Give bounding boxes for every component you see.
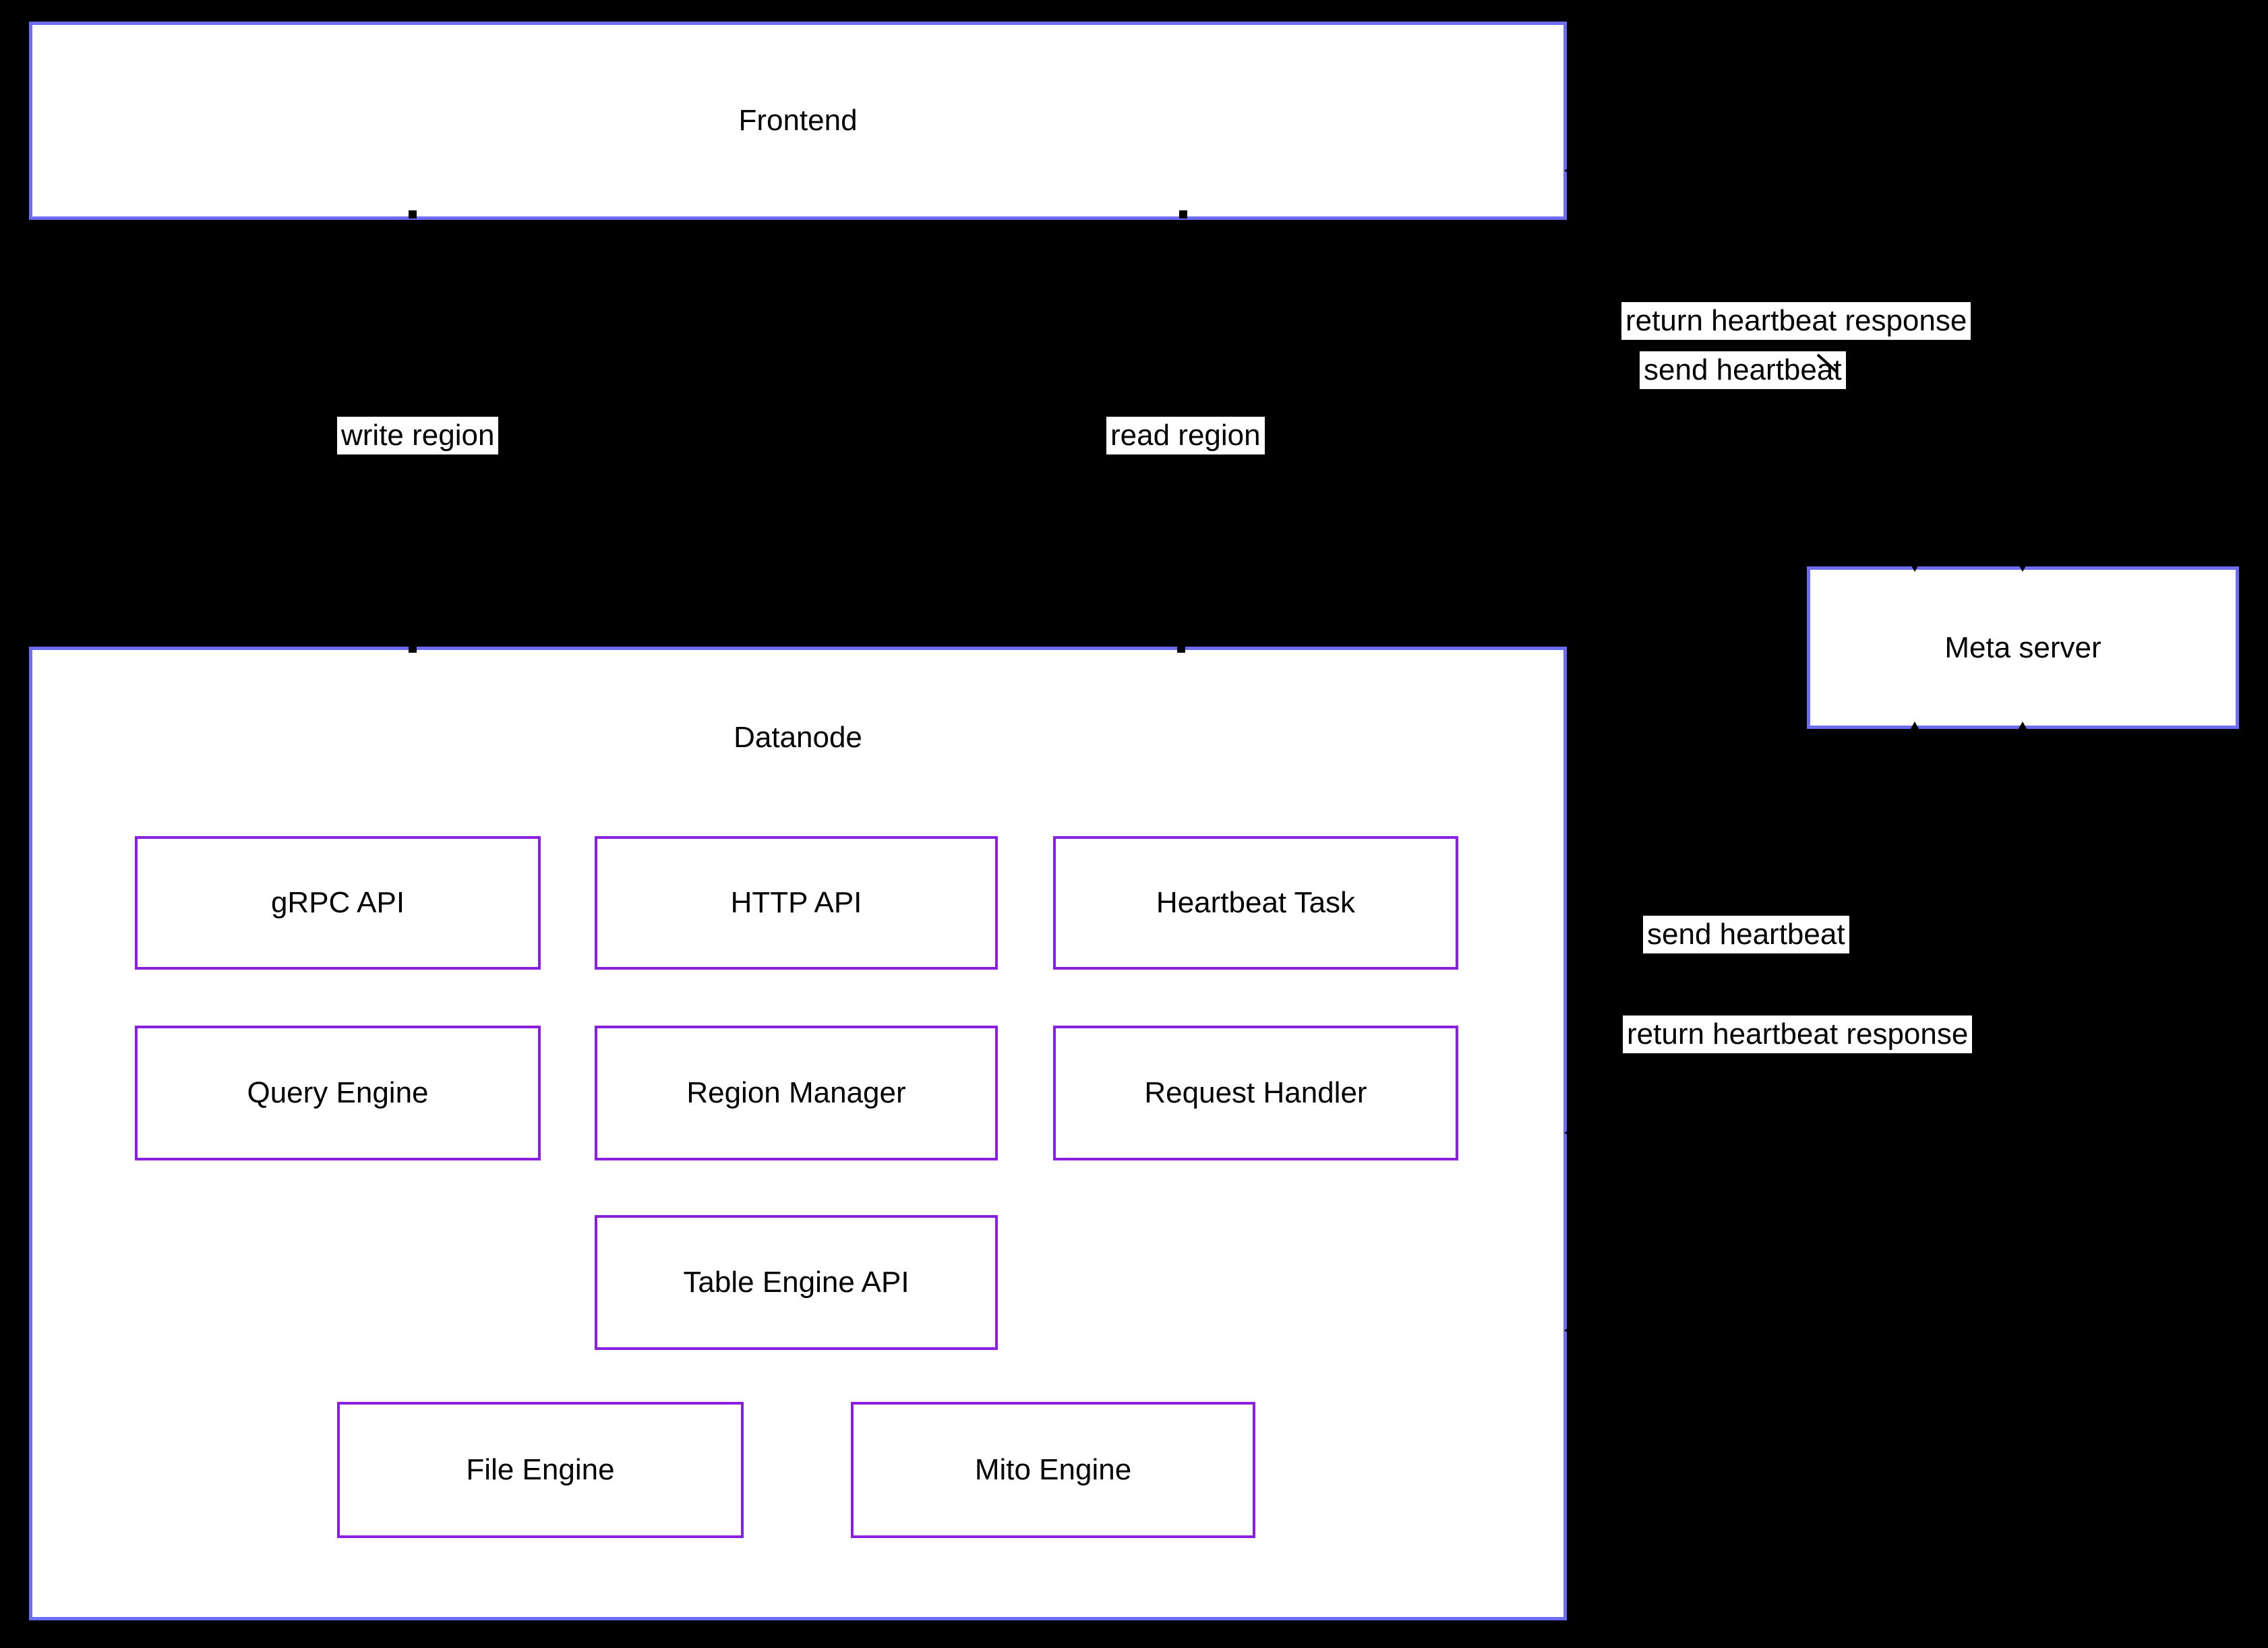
region-manager-label: Region Manager xyxy=(686,1076,906,1109)
edge-stub-datanode-top-right xyxy=(1177,645,1185,653)
request-handler-label: Request Handler xyxy=(1144,1076,1367,1109)
http-api-label: HTTP API xyxy=(730,886,862,919)
edge-label-datanode-send-heartbeat: send heartbeat xyxy=(1643,916,1849,953)
edge-stub-frontend-bottom-right xyxy=(1179,210,1187,218)
node-mito-engine: Mito Engine xyxy=(851,1402,1255,1538)
edge-stub-frontend-bottom-left xyxy=(409,210,417,218)
arrowhead-into-meta-top-right xyxy=(2017,561,2029,572)
file-engine-label: File Engine xyxy=(466,1453,615,1486)
node-frontend: Frontend xyxy=(29,22,1567,220)
grpc-api-label: gRPC API xyxy=(270,886,405,919)
mito-engine-label: Mito Engine xyxy=(974,1453,1132,1486)
arrowhead-into-meta-bottom-right xyxy=(2017,722,2029,732)
arrowhead-into-meta-top-left xyxy=(1909,561,1921,572)
node-table-engine-api: Table Engine API xyxy=(595,1215,998,1350)
node-query-engine: Query Engine xyxy=(135,1026,541,1160)
datanode-label: Datanode xyxy=(734,721,862,754)
node-heartbeat-task: Heartbeat Task xyxy=(1053,836,1458,970)
table-engine-api-label: Table Engine API xyxy=(683,1266,909,1299)
meta-server-label: Meta server xyxy=(1944,630,2101,664)
edge-label-frontend-return-heartbeat: return heartbeat response xyxy=(1621,302,1971,340)
node-meta-server: Meta server xyxy=(1807,566,2239,729)
node-request-handler: Request Handler xyxy=(1053,1026,1458,1160)
node-datanode: Datanode gRPC API HTTP API Heartbeat Tas… xyxy=(29,647,1567,1620)
arrowhead-into-datanode-right-upper xyxy=(1564,1126,1576,1140)
node-file-engine: File Engine xyxy=(337,1402,744,1538)
edge-label-write-region: write region xyxy=(337,417,499,454)
edge-label-frontend-send-heartbeat: send heartbeat xyxy=(1640,351,1846,389)
heartbeat-task-label: Heartbeat Task xyxy=(1156,886,1356,919)
edge-stub-datanode-top-left xyxy=(409,645,417,653)
node-grpc-api: gRPC API xyxy=(135,836,541,970)
query-engine-label: Query Engine xyxy=(247,1076,429,1109)
node-http-api: HTTP API xyxy=(595,836,998,970)
node-region-manager: Region Manager xyxy=(595,1026,998,1160)
arrowhead-into-datanode-right-lower xyxy=(1564,1324,1576,1337)
arrowhead-into-meta-bottom-left xyxy=(1909,722,1921,732)
arrowhead-into-frontend-right xyxy=(1564,164,1576,177)
edge-label-datanode-return-heartbeat: return heartbeat response xyxy=(1623,1016,1973,1053)
frontend-label: Frontend xyxy=(738,104,858,137)
edge-label-read-region: read region xyxy=(1106,417,1265,454)
